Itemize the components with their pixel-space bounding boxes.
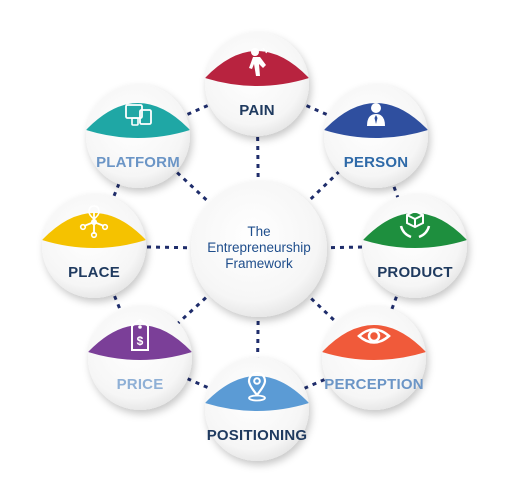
- person-label: PERSON: [344, 154, 409, 171]
- node-perception: PERCEPTION: [322, 306, 426, 410]
- price-label: PRICE: [117, 376, 164, 393]
- node-product: PRODUCT: [363, 194, 467, 298]
- perception-label: PERCEPTION: [324, 376, 424, 393]
- product-label: PRODUCT: [377, 264, 453, 281]
- place-label: PLACE: [68, 264, 120, 281]
- platform-label: PLATFORM: [96, 154, 180, 171]
- node-person: PERSON: [324, 84, 428, 188]
- node-platform: PLATFORM: [86, 84, 190, 188]
- businessman-icon: [367, 103, 385, 126]
- node-price: $ PRICE: [88, 306, 192, 410]
- center-hub: The Entrepreneurship Framework: [191, 181, 327, 317]
- price-tag-icon: $: [131, 318, 149, 351]
- framework-nodes: PAIN PERSON PRODUCT PERCEPTION POSITIONING $ P…: [42, 32, 467, 461]
- node-place: PLACE: [42, 194, 146, 298]
- devices-icon: [125, 104, 152, 126]
- person-in-pain-icon: [249, 47, 268, 76]
- node-positioning: POSITIONING: [205, 357, 309, 461]
- pain-label: PAIN: [239, 102, 275, 119]
- center-title-line-1: The: [247, 224, 270, 239]
- center-title-line-2: Entrepreneurship: [207, 240, 311, 255]
- product-accent-band: [363, 213, 467, 248]
- price-accent-band: [88, 325, 192, 360]
- location-pin-icon: [247, 371, 267, 402]
- eye-icon: [357, 328, 391, 344]
- center-title-line-3: Framework: [225, 256, 293, 271]
- network-hub-icon: [79, 205, 109, 239]
- product-box-icon: [399, 209, 431, 239]
- svg-text:$: $: [137, 334, 144, 348]
- positioning-label: POSITIONING: [207, 427, 308, 444]
- node-pain: PAIN: [205, 32, 309, 136]
